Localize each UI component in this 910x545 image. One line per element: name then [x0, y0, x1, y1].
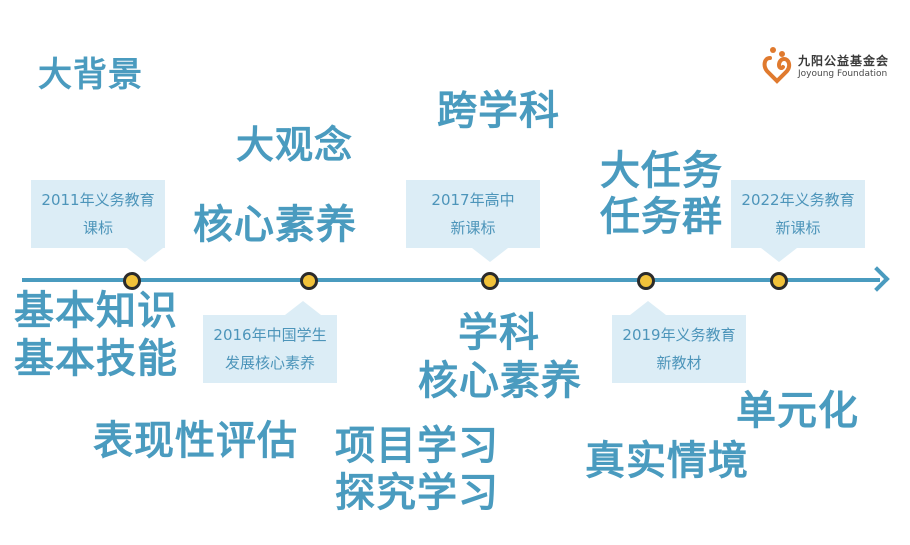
- milestone-2019-line1: 2019年义务教育: [622, 326, 736, 344]
- milestone-2016: 2016年中国学生 发展核心素养: [203, 301, 337, 383]
- milestone-2016-line2: 发展核心素养: [224, 354, 315, 372]
- keyword-basic-skills: 基本技能: [14, 336, 178, 382]
- page-title: 大背景: [38, 55, 143, 95]
- milestone-2016-line1: 2016年中国学生: [213, 326, 327, 344]
- milestone-2017: 2017年高中 新课标: [406, 180, 540, 262]
- keyword-core-literacy: 核心素养: [193, 202, 357, 248]
- milestone-2019-line2: 新教材: [656, 354, 702, 372]
- logo-name-cn: 九阳公益基金会: [798, 53, 890, 68]
- keyword-interdisciplinary: 跨学科: [437, 88, 560, 134]
- keyword-subject-core-literacy: 核心素养: [418, 358, 582, 404]
- timeline-dot-2017: [481, 272, 499, 290]
- keyword-big-task: 大任务: [600, 148, 723, 194]
- keyword-real-situation: 真实情境: [585, 438, 749, 484]
- logo-name-en: Joyoung Foundation: [798, 68, 888, 79]
- foundation-logo: 九阳公益基金会 Joyoung Foundation: [762, 46, 889, 84]
- heart-people-icon: [762, 47, 792, 84]
- milestone-2011-line2: 课标: [82, 219, 113, 237]
- timeline-axis: [22, 278, 880, 282]
- milestone-2022-line2: 新课标: [775, 219, 821, 237]
- milestone-2017-line2: 新课标: [450, 219, 496, 237]
- timeline-dot-2011: [123, 272, 141, 290]
- keyword-unitization: 单元化: [736, 388, 859, 434]
- keyword-basic-knowledge: 基本知识: [14, 288, 178, 334]
- keyword-project-learning: 项目学习: [335, 423, 499, 469]
- keyword-big-idea: 大观念: [236, 123, 354, 167]
- keyword-task-group: 任务群: [600, 194, 723, 240]
- milestone-2019: 2019年义务教育 新教材: [612, 301, 746, 383]
- milestone-2022: 2022年义务教育 新课标: [731, 180, 865, 262]
- keyword-subject: 学科: [458, 310, 540, 356]
- timeline-dot-2016: [300, 272, 318, 290]
- milestone-2022-line1: 2022年义务教育: [741, 191, 855, 209]
- milestone-2017-line1: 2017年高中: [431, 191, 515, 209]
- keyword-performance-assessment: 表现性评估: [93, 418, 298, 464]
- milestone-2011: 2011年义务教育 课标: [31, 180, 165, 262]
- milestone-2011-line1: 2011年义务教育: [41, 191, 155, 209]
- timeline-dot-2019: [637, 272, 655, 290]
- keyword-inquiry-learning: 探究学习: [335, 470, 499, 516]
- timeline-dot-2022: [770, 272, 788, 290]
- timeline-arrow-icon: [864, 266, 890, 292]
